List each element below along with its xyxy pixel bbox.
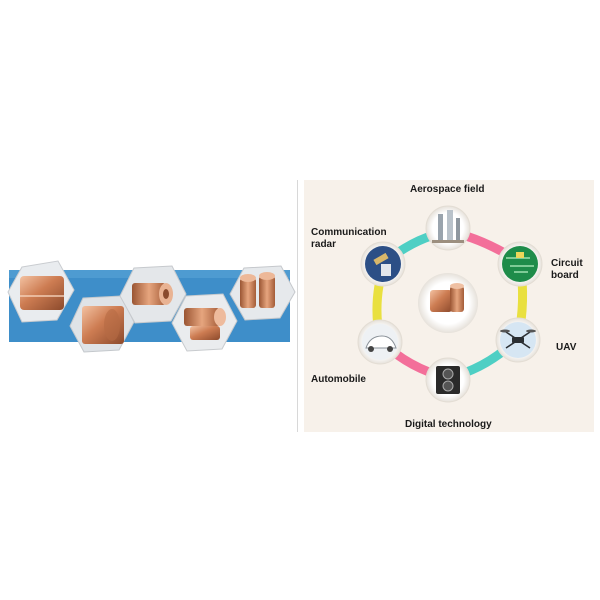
aerospace-image [425, 205, 471, 251]
label-automobile: Automobile [311, 374, 366, 385]
automobile-image [357, 319, 403, 365]
circuit-board-image [497, 241, 543, 287]
digital-technology-image [425, 357, 471, 403]
center-copper-foil-image [418, 273, 478, 333]
panel-divider [297, 180, 298, 432]
label-communication-radar: Communication radar [311, 227, 387, 250]
copper-rolls-hexagon-4 [229, 265, 296, 321]
left-product-panel [7, 260, 296, 353]
copper-roll-hexagon-2 [119, 265, 187, 324]
label-digital-technology: Digital technology [405, 419, 492, 430]
applications-panel [304, 180, 594, 432]
communication-radar-image [360, 241, 406, 287]
label-aerospace-field: Aerospace field [410, 184, 485, 195]
label-circuit-board: Circuit board [551, 258, 583, 281]
copper-roll-hexagon-1 [7, 260, 75, 323]
label-uav: UAV [556, 342, 577, 353]
uav-image [495, 317, 541, 363]
copper-sheet-hexagon [69, 295, 135, 353]
copper-rolls-hexagon-3 [171, 293, 238, 352]
